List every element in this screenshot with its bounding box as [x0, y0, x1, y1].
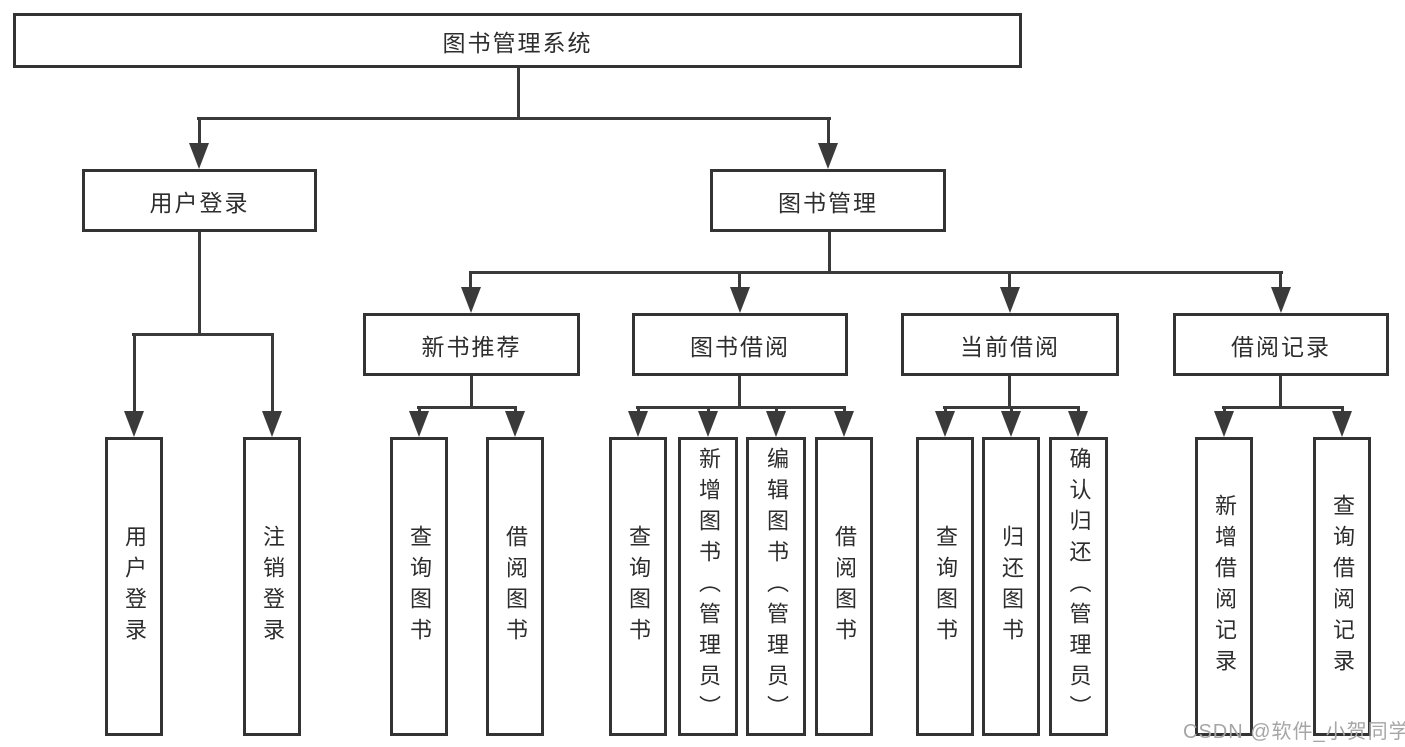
connector-borrow-records-rail	[1222, 406, 1344, 409]
connector-drop-bb-borrow	[843, 406, 846, 414]
arrowhead-book-management-icon	[818, 143, 838, 169]
node-leaf-bb-query-books: 查询图书	[609, 437, 667, 736]
arrowhead-cb-confirm-icon	[1068, 411, 1088, 437]
arrowhead-cb-query-icon	[935, 411, 955, 437]
arrowhead-book-borrow-icon	[730, 287, 750, 313]
connector-borrow-records-stem	[1279, 376, 1282, 409]
arrowhead-logout-leaf-icon	[262, 411, 282, 437]
connector-book-borrow-rail	[636, 406, 846, 409]
node-book-borrow: 图书借阅	[632, 313, 848, 376]
arrowhead-login-leaf-icon	[124, 411, 144, 437]
node-book-management: 图书管理	[710, 169, 946, 232]
connector-drop-new-book	[469, 271, 472, 289]
arrowhead-borrow-records-icon	[1271, 287, 1291, 313]
node-new-book-recommend: 新书推荐	[363, 313, 580, 376]
node-leaf-logout: 注销登录	[243, 437, 301, 736]
connector-drop-login-leaf	[133, 333, 136, 413]
arrowhead-user-login-icon	[189, 143, 209, 169]
connector-drop-nb-borrow	[514, 406, 517, 414]
connector-drop-br-add	[1223, 406, 1226, 414]
connector-drop-bb-add	[707, 406, 710, 414]
node-leaf-bb-borrow-books: 借阅图书	[815, 437, 873, 736]
connector-drop-book-management	[827, 119, 830, 145]
node-leaf-bb-edit-books-admin: 编辑图书（管理员）	[746, 437, 806, 736]
connector-current-borrow-stem	[1008, 376, 1011, 409]
connector-drop-br-query	[1341, 406, 1344, 414]
arrowhead-bb-add-icon	[698, 411, 718, 437]
arrowhead-cb-return-icon	[1001, 411, 1021, 437]
connector-root-stem	[517, 68, 520, 119]
connector-book-borrow-stem	[738, 376, 741, 409]
connector-level3-rail	[469, 271, 1283, 274]
arrowhead-bb-borrow-icon	[834, 411, 854, 437]
connector-drop-cb-confirm	[1077, 406, 1080, 414]
arrowhead-bb-query-icon	[628, 411, 648, 437]
connector-user-login-rail	[132, 333, 274, 336]
arrowhead-br-query-icon	[1332, 411, 1352, 437]
node-borrow-records: 借阅记录	[1173, 313, 1389, 376]
node-leaf-user-login: 用户登录	[105, 437, 163, 736]
connector-drop-bb-edit	[775, 406, 778, 414]
connector-drop-cb-query	[944, 406, 947, 414]
arrowhead-new-book-icon	[461, 287, 481, 313]
connector-book-management-stem	[828, 232, 831, 273]
node-leaf-cb-confirm-return-admin: 确认归还（管理员）	[1049, 437, 1108, 736]
connector-drop-bb-query	[637, 406, 640, 414]
node-leaf-bb-add-books-admin: 新增图书（管理员）	[678, 437, 738, 736]
connector-drop-borrow-records	[1279, 271, 1282, 289]
connector-drop-cb-return	[1010, 406, 1013, 414]
arrowhead-nb-borrow-icon	[505, 411, 525, 437]
connector-drop-user-login	[198, 119, 201, 145]
arrowhead-bb-edit-icon	[766, 411, 786, 437]
node-leaf-br-query-record: 查询借阅记录	[1313, 437, 1371, 736]
connector-drop-logout-leaf	[271, 333, 274, 413]
node-leaf-nb-query-books: 查询图书	[390, 437, 448, 736]
node-current-borrow: 当前借阅	[901, 313, 1119, 376]
arrowhead-br-add-icon	[1214, 411, 1234, 437]
arrowhead-nb-query-icon	[409, 411, 429, 437]
arrowhead-current-borrow-icon	[1000, 287, 1020, 313]
node-library-management-system: 图书管理系统	[13, 13, 1022, 68]
node-leaf-nb-borrow-books: 借阅图书	[486, 437, 544, 736]
node-leaf-cb-query-books: 查询图书	[916, 437, 974, 736]
connector-user-login-stem	[198, 232, 201, 336]
connector-drop-current-borrow	[1008, 271, 1011, 289]
node-leaf-br-add-record: 新增借阅记录	[1195, 437, 1253, 736]
connector-new-book-rail	[417, 406, 517, 409]
connector-drop-book-borrow	[738, 271, 741, 289]
connector-drop-nb-query	[418, 406, 421, 414]
node-leaf-cb-return-books: 归还图书	[982, 437, 1040, 736]
csdn-watermark: CSDN @软件_小贺同学	[1183, 721, 1405, 743]
node-user-login: 用户登录	[82, 169, 317, 232]
connector-level2-rail	[197, 117, 831, 120]
connector-new-book-stem	[470, 376, 473, 409]
